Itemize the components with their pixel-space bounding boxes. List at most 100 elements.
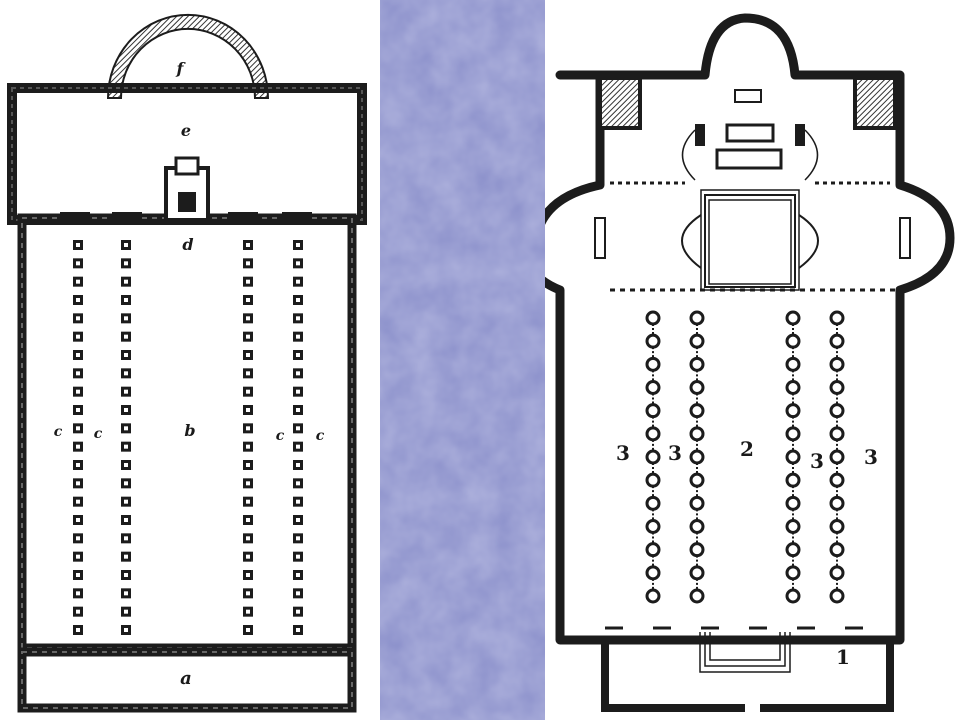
column-right-row1 bbox=[645, 403, 661, 419]
column-left-core bbox=[76, 573, 80, 577]
column-left-core bbox=[246, 536, 250, 541]
column-left-core bbox=[76, 463, 80, 467]
column-left-core bbox=[124, 536, 128, 541]
column-left-core bbox=[76, 481, 80, 486]
column-left-core bbox=[246, 316, 250, 321]
column-left-core bbox=[296, 518, 300, 522]
narthex-wall bbox=[601, 640, 894, 712]
column-left-core bbox=[124, 389, 128, 394]
column-left-core bbox=[76, 444, 80, 449]
column-left-core bbox=[246, 481, 250, 486]
column-left-core bbox=[246, 279, 250, 284]
column-left-core bbox=[296, 536, 300, 541]
column-left-core bbox=[124, 371, 128, 376]
column-left-core bbox=[124, 609, 128, 614]
column-right-row3 bbox=[785, 588, 801, 604]
column-left-core bbox=[296, 481, 300, 486]
column-right-row1 bbox=[645, 472, 661, 488]
column-right-row4 bbox=[829, 519, 845, 534]
label-aisle-outer-left: 3 bbox=[616, 441, 630, 465]
column-left-core bbox=[296, 371, 300, 376]
basilica-plan-left-drawing: f e d b c c c c a bbox=[7, 13, 367, 713]
column-left-core bbox=[246, 353, 250, 357]
column-left-core bbox=[124, 334, 128, 339]
basilica-plan-right: 3 3 2 3 3 1 bbox=[545, 0, 960, 720]
column-left-core bbox=[296, 499, 300, 504]
column-left-core bbox=[76, 499, 80, 504]
column-left-core bbox=[296, 279, 300, 284]
column-left-core bbox=[246, 389, 250, 394]
column-left-core bbox=[76, 371, 80, 376]
column-left-core bbox=[296, 334, 300, 339]
column-left-core bbox=[246, 573, 250, 577]
column-right-row2 bbox=[689, 565, 705, 581]
column-left-core bbox=[296, 554, 300, 559]
column-left-core bbox=[76, 334, 80, 339]
column-right-row1 bbox=[645, 542, 661, 558]
column-left-core bbox=[76, 316, 80, 321]
label-aisle-inner-right: 3 bbox=[810, 449, 824, 473]
column-left-core bbox=[246, 334, 250, 339]
column-left-core bbox=[124, 426, 128, 431]
column-left-core bbox=[246, 518, 250, 522]
column-left-core bbox=[76, 243, 80, 247]
column-left-core bbox=[76, 353, 80, 357]
column-right-row4 bbox=[829, 588, 845, 604]
column-left-core bbox=[76, 536, 80, 541]
label-narthex: a bbox=[180, 668, 192, 689]
column-left-core bbox=[246, 499, 250, 504]
column-right-row3 bbox=[785, 565, 801, 581]
column-left-core bbox=[246, 591, 250, 596]
column-right-row2 bbox=[689, 426, 705, 442]
column-left-core bbox=[296, 243, 300, 247]
column-left-core bbox=[124, 261, 128, 266]
column-left-core bbox=[76, 408, 80, 412]
label-narthex: 1 bbox=[836, 645, 850, 669]
column-right-row4 bbox=[829, 426, 845, 442]
label-aisle-outer-right: 3 bbox=[864, 445, 878, 469]
textured-divider-band bbox=[380, 0, 545, 720]
column-left-core bbox=[124, 628, 128, 632]
column-right-row4 bbox=[829, 380, 845, 395]
column-left-core bbox=[296, 408, 300, 412]
band-texture bbox=[380, 0, 545, 720]
column-left-core bbox=[246, 261, 250, 266]
column-right-row4 bbox=[829, 565, 845, 581]
tower-left bbox=[598, 76, 642, 130]
column-right-row1 bbox=[645, 426, 661, 442]
column-left-core bbox=[296, 261, 300, 266]
column-right-row1 bbox=[645, 310, 661, 326]
column-right-row1 bbox=[645, 380, 661, 395]
column-right-row4 bbox=[829, 310, 845, 326]
column-left-core bbox=[124, 316, 128, 321]
column-right-row3 bbox=[785, 356, 801, 372]
column-left-core bbox=[124, 518, 128, 522]
column-right-row3 bbox=[785, 426, 801, 442]
column-left-core bbox=[76, 261, 80, 266]
outer-wall bbox=[545, 13, 955, 645]
label-crossing: d bbox=[182, 235, 193, 254]
column-right-row4 bbox=[829, 472, 845, 488]
column-left-core bbox=[296, 353, 300, 357]
column-right-row3 bbox=[785, 542, 801, 558]
column-right-row4 bbox=[829, 542, 845, 558]
label-aisle-inner-left: c bbox=[94, 426, 103, 442]
column-right-row3 bbox=[785, 449, 801, 465]
column-left-core bbox=[124, 554, 128, 559]
column-right-row4 bbox=[829, 356, 845, 372]
label-aisle-inner-right: c bbox=[276, 428, 285, 444]
column-left-core bbox=[124, 353, 128, 357]
column-left-core bbox=[76, 591, 80, 596]
column-left-core bbox=[124, 279, 128, 284]
column-right-row2 bbox=[689, 310, 705, 326]
label-nave: b bbox=[184, 421, 195, 440]
column-right-row4 bbox=[829, 495, 845, 511]
column-left-core bbox=[124, 463, 128, 467]
column-left-core bbox=[246, 408, 250, 412]
column-left-core bbox=[76, 298, 80, 302]
crossing bbox=[704, 194, 796, 288]
column-left-core bbox=[296, 426, 300, 431]
column-left-core bbox=[124, 444, 128, 449]
column-left-core bbox=[76, 389, 80, 394]
column-left-core bbox=[296, 573, 300, 577]
